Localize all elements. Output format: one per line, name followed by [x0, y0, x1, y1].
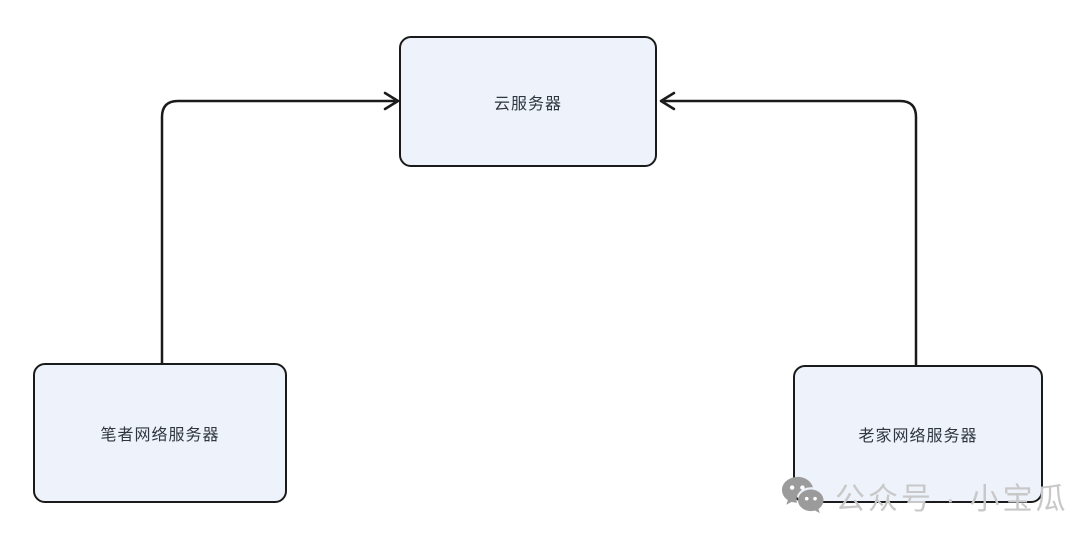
node-hometown-network-server[interactable]: 老家网络服务器: [793, 365, 1043, 503]
node-cloud-server[interactable]: 云服务器: [399, 36, 657, 167]
node-cloud-server-label: 云服务器: [493, 95, 562, 113]
node-hometown-network-server-label: 老家网络服务器: [858, 428, 978, 445]
edge-author-to-cloud: [160, 99, 396, 365]
node-author-network-server-label: 笔者网络服务器: [100, 427, 220, 444]
arrowhead-into-cloud-right: [659, 91, 676, 111]
arrowhead-into-cloud-left: [383, 91, 400, 111]
edge-hometown-to-cloud: [663, 99, 918, 367]
node-author-network-server[interactable]: 笔者网络服务器: [33, 363, 287, 503]
